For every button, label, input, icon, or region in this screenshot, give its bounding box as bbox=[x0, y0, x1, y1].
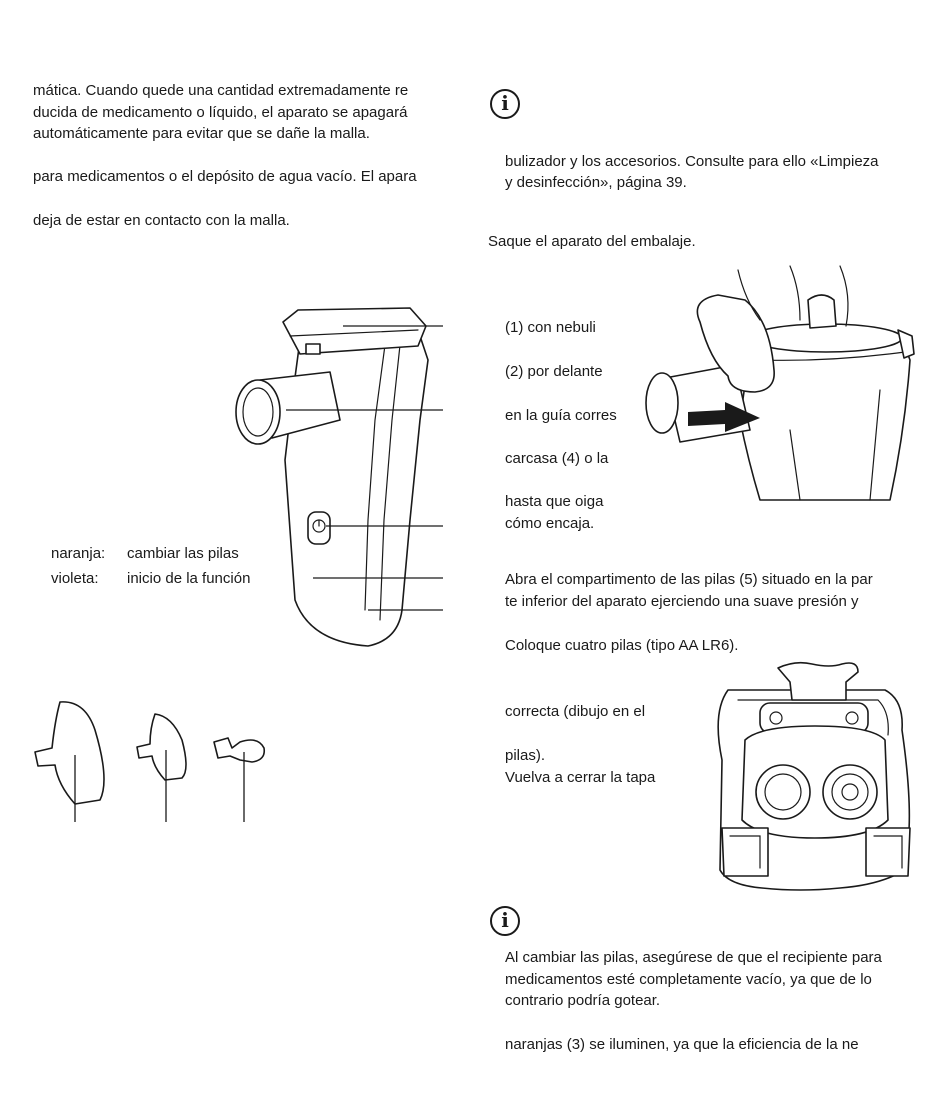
legend-term-orange: naranja: bbox=[51, 545, 106, 562]
step-line: (2) por delante bbox=[505, 363, 603, 380]
paragraph-line: para medicamentos o el depósito de agua … bbox=[33, 168, 417, 185]
step-line: (1) con nebuli bbox=[505, 319, 596, 336]
polarity-line: pilas). bbox=[505, 747, 546, 764]
paragraph-line: naranjas (3) se iluminen, ya que la efic… bbox=[505, 1036, 859, 1053]
instruction-line: Saque el aparato del embalaje. bbox=[488, 233, 696, 250]
paragraph-line: mática. Cuando quede una cantidad extrem… bbox=[33, 82, 409, 99]
polarity-line: correcta (dibujo en el bbox=[505, 703, 646, 720]
legend-desc-violet: inicio de la función bbox=[127, 570, 251, 587]
instruction-line: Coloque cuatro pilas (tipo AA LR6). bbox=[505, 637, 739, 654]
info-icon: i bbox=[490, 906, 520, 936]
instruction-line: Abra el compartimento de las pilas (5) s… bbox=[505, 571, 873, 588]
instruction-line: te inferior del aparato ejerciendo una s… bbox=[505, 593, 859, 610]
legend-desc-orange: cambiar las pilas bbox=[127, 545, 239, 562]
step-line: cómo encaja. bbox=[505, 515, 595, 532]
info-icon: i bbox=[490, 89, 520, 119]
note-line: y desinfección», página 39. bbox=[505, 174, 687, 191]
note-line: contrario podría gotear. bbox=[505, 992, 661, 1009]
paragraph-line: ducida de medicamento o líquido, el apar… bbox=[33, 104, 408, 121]
note-line: bulizador y los accesorios. Consulte par… bbox=[505, 153, 879, 170]
note-line: Al cambiar las pilas, asegúrese de que e… bbox=[505, 949, 882, 966]
legend-term-violet: violeta: bbox=[51, 570, 99, 587]
paragraph-line: automáticamente para evitar que se dañe … bbox=[33, 125, 370, 142]
step-line: hasta que oiga bbox=[505, 493, 604, 510]
polarity-line: Vuelva a cerrar la tapa bbox=[505, 769, 656, 786]
step-line: carcasa (4) o la bbox=[505, 450, 609, 467]
step-line: en la guía corres bbox=[505, 407, 617, 424]
paragraph-line: deja de estar en contacto con la malla. bbox=[33, 212, 290, 229]
note-line: medicamentos esté completamente vacío, y… bbox=[505, 971, 872, 988]
